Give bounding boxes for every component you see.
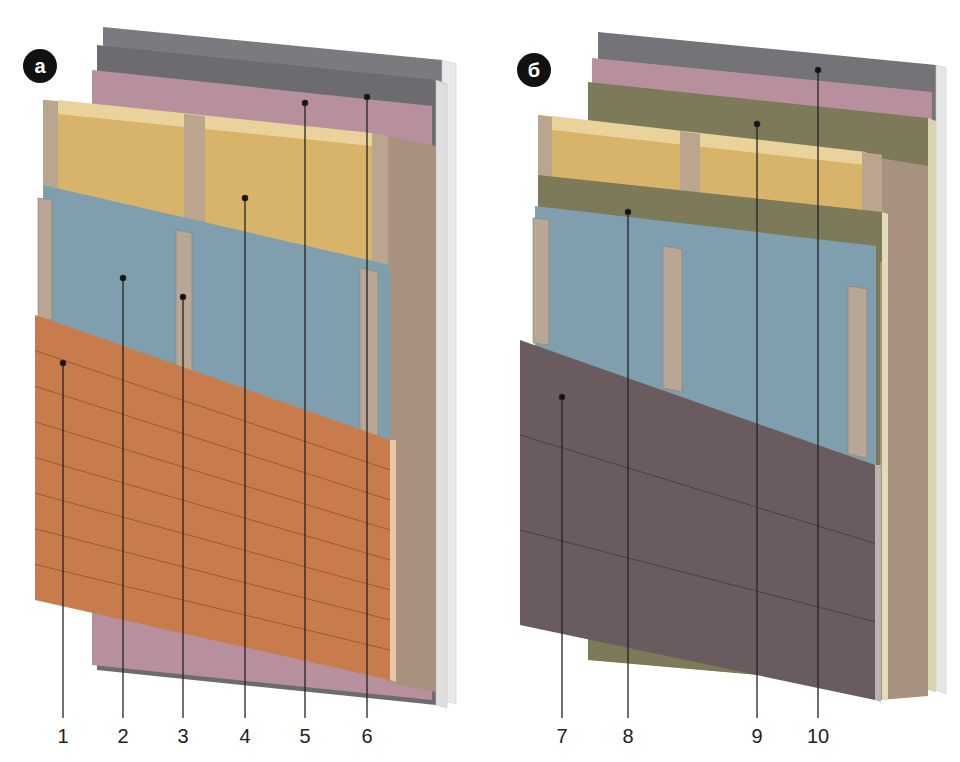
siding-joint: [35, 564, 390, 650]
callout-number: 3: [177, 726, 188, 746]
frame-side: [880, 158, 928, 700]
wind-board-edge: [882, 212, 888, 700]
panel-letter: б: [528, 60, 540, 80]
callout-number: 8: [622, 726, 633, 746]
siding-edge: [390, 440, 396, 682]
callout-number: 5: [299, 726, 310, 746]
batten: [848, 286, 867, 458]
callout-number: 6: [361, 726, 372, 746]
batten: [176, 230, 192, 372]
siding-joint: [35, 458, 390, 561]
siding: [520, 340, 875, 700]
stud: [862, 152, 882, 220]
batten: [663, 246, 682, 392]
siding-joint: [520, 530, 875, 622]
back-board-edge: [936, 65, 946, 694]
siding: [35, 315, 390, 680]
insulation-top: [58, 100, 372, 146]
batten: [360, 268, 378, 442]
batten: [533, 218, 549, 345]
stud: [372, 133, 388, 280]
callout-number: 2: [117, 726, 128, 746]
frame-side: [386, 136, 436, 692]
callout-number: 1: [57, 726, 68, 746]
callout-number: 10: [807, 726, 829, 746]
board-edge: [436, 80, 447, 708]
siding-edge: [875, 465, 881, 702]
siding-joint: [35, 422, 390, 530]
siding-joint: [35, 493, 390, 590]
batten: [38, 198, 52, 320]
siding-joint: [35, 386, 390, 500]
siding-joint: [520, 435, 875, 543]
panel-badge: а: [23, 49, 57, 83]
leader-lines: [60, 67, 820, 718]
panel-letter: а: [34, 56, 45, 76]
callout-number: 9: [751, 726, 762, 746]
siding-joint: [35, 529, 390, 620]
panel-badge: б: [517, 53, 551, 87]
callout-number: 4: [239, 726, 250, 746]
siding-joint: [35, 351, 390, 470]
callout-number: 7: [556, 726, 567, 746]
insulation-top: [552, 116, 866, 165]
board-edge: [928, 118, 936, 692]
wall-b: [520, 32, 946, 702]
